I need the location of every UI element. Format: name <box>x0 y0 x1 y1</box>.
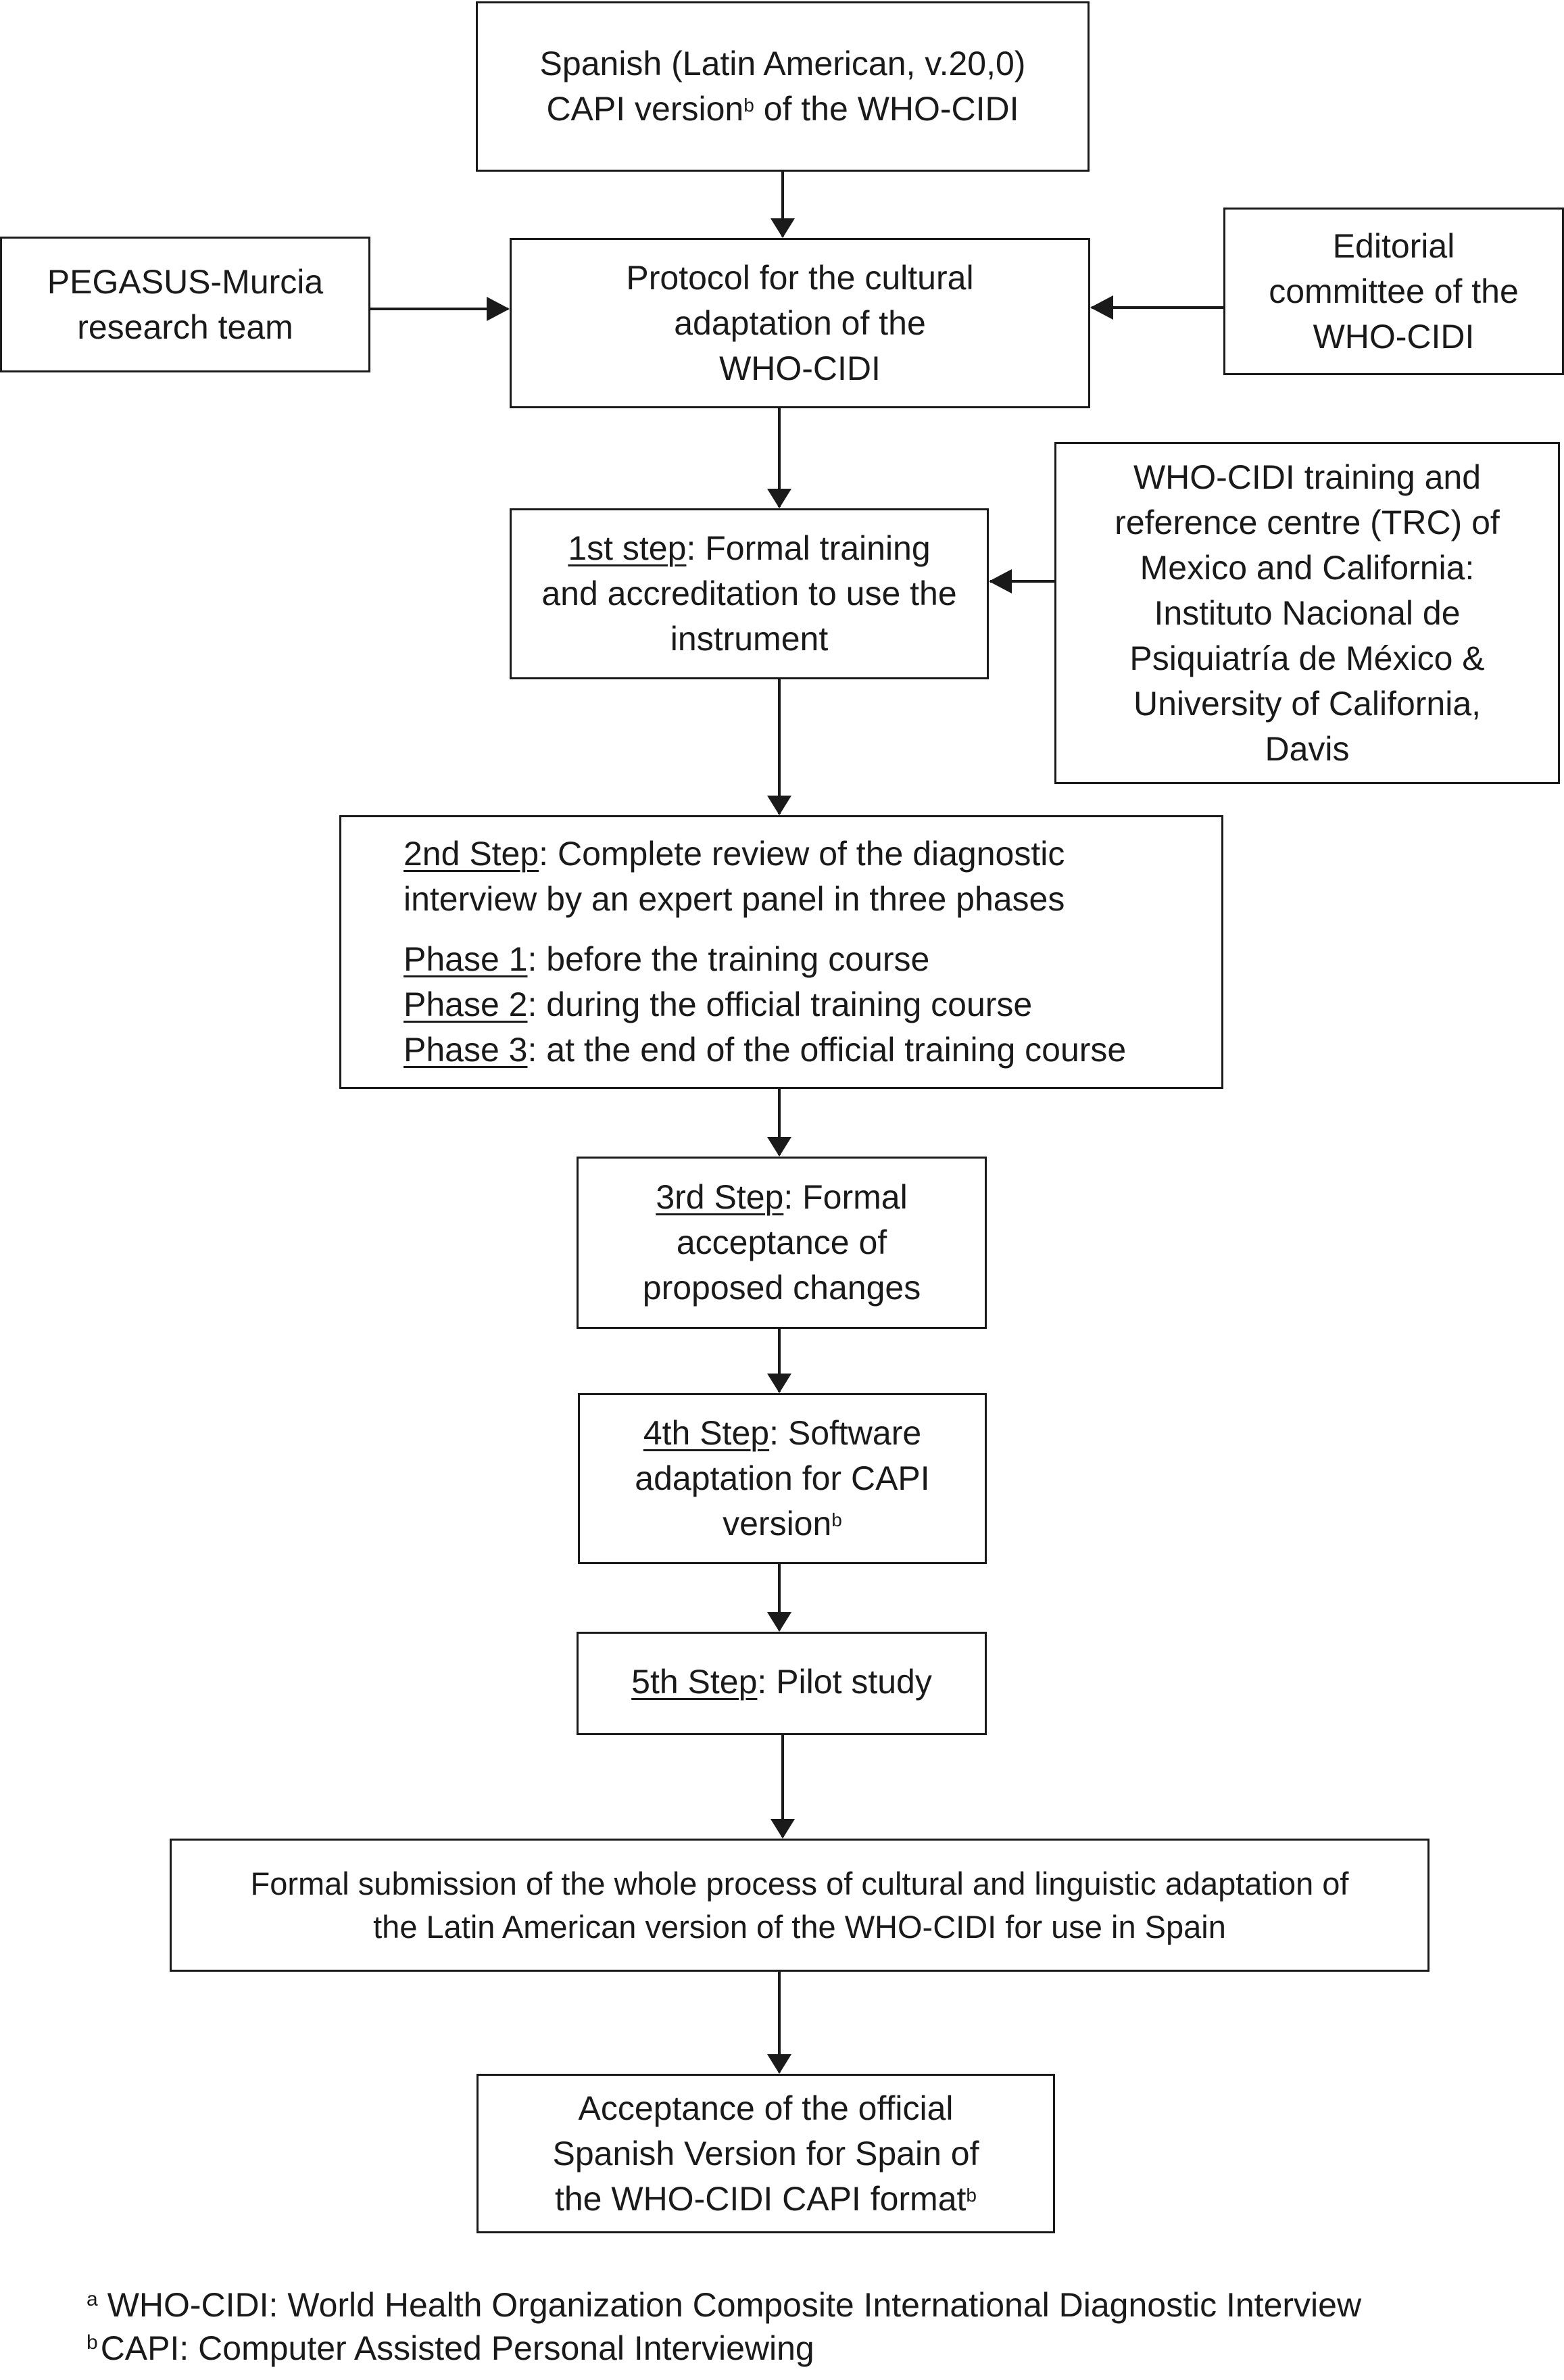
phase-2-label: Phase 2 <box>404 986 528 1023</box>
phase-2-text: : during the official training course <box>527 986 1033 1023</box>
pegasus-line-1: PEGASUS-Murcia <box>47 262 324 301</box>
phase-3-label: Phase 3 <box>404 1031 528 1069</box>
acceptance-line-3-pre: the WHO-CIDI CAPI format <box>554 2179 967 2218</box>
trc-line-2: reference centre (TRC) of <box>1115 503 1500 541</box>
footnote-marker-b: b <box>966 2184 977 2206</box>
step4-line-3: versionb <box>723 1501 842 1547</box>
step5-label: 5th Step <box>631 1663 758 1701</box>
phase-3-text: : at the end of the official training co… <box>527 1031 1127 1069</box>
step4-label: 4th Step <box>643 1414 770 1452</box>
step1-line-1-rest: : Formal training <box>686 529 931 567</box>
trc-line-4: Instituto Nacional de <box>1154 593 1461 632</box>
step2-phase-2: Phase 2: during the official training co… <box>404 982 1032 1027</box>
editorial-line-3: WHO-CIDI <box>1313 317 1475 356</box>
submission-node: Formal submission of the whole process o… <box>170 1839 1429 1972</box>
protocol-line-2: adaptation of the <box>674 303 926 342</box>
step4-line-1: 4th Step: Software <box>643 1411 921 1456</box>
step1-line-3: instrument <box>670 620 829 658</box>
step2-phase-1: Phase 1: before the training course <box>404 937 929 982</box>
source-line-1: Spanish (Latin American, v.20,0) <box>539 45 1026 82</box>
trc-line-6: University of California, <box>1133 684 1482 723</box>
step3-label: 3rd Step <box>656 1178 784 1216</box>
footnote-b-text: CAPI: Computer Assisted Personal Intervi… <box>100 2329 814 2367</box>
editorial-line-2: committee of the <box>1269 272 1519 310</box>
step2-line-1-rest: : Complete review of the diagnostic <box>539 835 1065 873</box>
footnote-a-text: WHO-CIDI: World Health Organization Comp… <box>107 2286 1362 2324</box>
protocol-line-3: WHO-CIDI <box>719 349 881 387</box>
step5-node: 5th Step: Pilot study <box>577 1632 987 1735</box>
step5-line-1-rest: : Pilot study <box>757 1663 932 1701</box>
submission-line-1: Formal submission of the whole process o… <box>250 1865 1349 1901</box>
step4-line-1-rest: : Software <box>769 1414 922 1452</box>
trc-node: WHO-CIDI training and reference centre (… <box>1054 442 1560 784</box>
step1-label: 1st step <box>568 529 687 567</box>
protocol-line-1: Protocol for the cultural <box>626 258 974 297</box>
trc-line-5: Psiquiatría de México & <box>1129 639 1485 677</box>
acceptance-line-2: Spanish Version for Spain of <box>552 2134 979 2172</box>
source-line-2-post: of the WHO-CIDI <box>754 90 1019 128</box>
pegasus-node: PEGASUS-Murcia research team <box>0 237 370 372</box>
source-line-2: CAPI versionb of the WHO-CIDI <box>546 87 1019 132</box>
trc-line-1: WHO-CIDI training and <box>1133 458 1482 496</box>
footnote-a: a WHO-CIDI: World Health Organization Com… <box>87 2283 1361 2327</box>
source-node: Spanish (Latin American, v.20,0) CAPI ve… <box>476 1 1090 172</box>
step4-node: 4th Step: Software adaptation for CAPI v… <box>578 1393 987 1564</box>
step4-line-3-pre: version <box>723 1505 832 1543</box>
step3-line-1: 3rd Step: Formal <box>656 1175 907 1220</box>
protocol-node: Protocol for the cultural adaptation of … <box>510 238 1090 408</box>
phase-1-text: : before the training course <box>527 940 930 978</box>
step1-line-1: 1st step: Formal training <box>568 526 930 571</box>
step1-node: 1st step: Formal training and accreditat… <box>510 508 989 679</box>
step3-line-1-rest: : Formal <box>783 1178 908 1216</box>
footnote-b-marker: b <box>87 2331 98 2354</box>
footnote-a-marker: a <box>87 2288 98 2310</box>
source-line-2-pre: CAPI version <box>546 90 744 128</box>
footnote-marker-b: b <box>743 95 754 116</box>
step3-node: 3rd Step: Formal acceptance of proposed … <box>577 1157 987 1329</box>
step2-line-1: 2nd Step: Complete review of the diagnos… <box>404 831 1065 877</box>
step4-line-2: adaptation for CAPI <box>635 1459 930 1497</box>
footnote-b: bCAPI: Computer Assisted Personal Interv… <box>87 2327 814 2370</box>
submission-line-2: the Latin American version of the WHO-CI… <box>373 1908 1226 1945</box>
footnote-marker-b: b <box>831 1509 842 1530</box>
step5-line-1: 5th Step: Pilot study <box>631 1659 932 1705</box>
step1-line-2: and accreditation to use the <box>541 575 957 612</box>
editorial-line-1: Editorial <box>1332 226 1455 265</box>
step3-line-3: proposed changes <box>642 1269 921 1307</box>
acceptance-line-1: Acceptance of the official <box>578 2089 954 2127</box>
step2-phase-3: Phase 3: at the end of the official trai… <box>404 1027 1126 1073</box>
editorial-node: Editorial committee of the WHO-CIDI <box>1223 208 1564 375</box>
trc-line-3: Mexico and California: <box>1140 548 1475 587</box>
step2-node: 2nd Step: Complete review of the diagnos… <box>339 815 1223 1089</box>
step2-label: 2nd Step <box>404 835 539 873</box>
step2-line-2: interview by an expert panel in three ph… <box>404 880 1065 918</box>
trc-line-7: Davis <box>1265 729 1350 768</box>
step3-line-2: acceptance of <box>676 1223 887 1261</box>
acceptance-line-3: the WHO-CIDI CAPI formatb <box>555 2177 977 2222</box>
pegasus-line-2: research team <box>77 308 293 346</box>
acceptance-node: Acceptance of the official Spanish Versi… <box>476 2074 1055 2233</box>
phase-1-label: Phase 1 <box>404 940 528 978</box>
